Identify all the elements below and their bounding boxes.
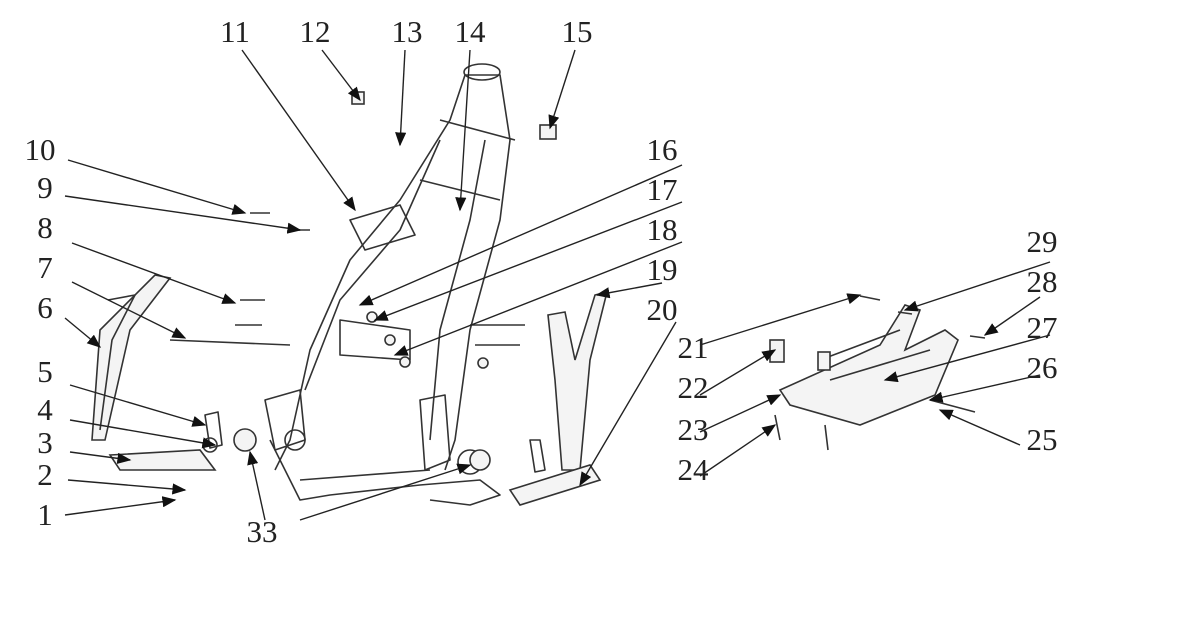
skid-plate <box>769 295 986 451</box>
leader-line-29 <box>903 261 1051 312</box>
leader-line-26 <box>928 374 1041 403</box>
callout-label-11: 11 <box>220 14 250 49</box>
leader-line-28 <box>983 296 1041 336</box>
left-side-guard <box>91 274 172 441</box>
callout-label-5: 5 <box>37 354 53 389</box>
callout-label-17: 17 <box>647 172 678 207</box>
callout-label-10: 10 <box>25 132 56 167</box>
callout-label-28: 28 <box>1027 264 1058 299</box>
callout-label-20: 20 <box>647 292 678 327</box>
leader-line-3 <box>69 451 132 464</box>
leader-line-8 <box>71 242 237 304</box>
leader-line-6 <box>64 317 102 348</box>
leader-line-27 <box>883 334 1051 383</box>
leader-line-23 <box>699 394 782 433</box>
leader-line-33b <box>299 463 472 521</box>
leader-line-11 <box>241 49 356 212</box>
leader-line-20 <box>579 321 677 487</box>
callout-label-4: 4 <box>37 392 53 427</box>
leader-line-25 <box>938 409 1021 446</box>
leader-line-18 <box>393 241 683 356</box>
main-frame <box>264 63 516 506</box>
callout-label-19: 19 <box>647 252 678 287</box>
leader-line-19 <box>595 282 663 299</box>
callout-label-12: 12 <box>300 14 331 49</box>
callout-label-16: 16 <box>647 132 678 167</box>
right-side-guard <box>547 290 609 471</box>
leader-lines <box>64 49 1051 521</box>
leader-line-24 <box>699 424 777 477</box>
leader-line-16 <box>358 164 683 306</box>
callout-label-18: 18 <box>647 212 678 247</box>
leader-line-7 <box>71 281 187 339</box>
leader-line-22 <box>699 349 777 396</box>
leader-line-17 <box>373 201 683 321</box>
callout-label-9: 9 <box>37 170 53 205</box>
leader-line-9 <box>64 195 302 234</box>
callout-label-25: 25 <box>1027 422 1058 457</box>
callout-label-6: 6 <box>37 290 53 325</box>
callout-label-23: 23 <box>678 412 709 447</box>
leader-line-14 <box>455 49 471 212</box>
callout-label-26: 26 <box>1027 350 1058 385</box>
callout-label-27: 27 <box>1027 310 1058 345</box>
callout-label-2: 2 <box>37 457 53 492</box>
callout-label-29: 29 <box>1027 224 1058 259</box>
leader-line-5 <box>69 384 207 427</box>
callout-label-33: 33 <box>247 514 278 549</box>
leader-line-10 <box>67 159 247 215</box>
callout-label-15: 15 <box>562 14 593 49</box>
callout-label-7: 7 <box>37 250 53 285</box>
callout-label-22: 22 <box>678 370 709 405</box>
leader-line-33 <box>247 450 266 521</box>
leader-line-21 <box>699 293 862 346</box>
callout-label-13: 13 <box>392 14 423 49</box>
leader-line-13 <box>395 49 407 147</box>
leader-line-12 <box>321 49 361 102</box>
left-footpeg <box>108 411 257 471</box>
callout-label-14: 14 <box>455 14 487 49</box>
leader-line-1 <box>64 496 177 516</box>
right-footpeg <box>469 439 602 506</box>
leader-line-4 <box>69 419 217 449</box>
leader-line-2 <box>67 479 187 495</box>
callout-label-3: 3 <box>37 425 53 460</box>
callout-label-8: 8 <box>37 210 53 245</box>
leader-line-15 <box>548 49 576 130</box>
callout-label-24: 24 <box>678 452 710 487</box>
callout-label-1: 1 <box>37 497 53 532</box>
callout-label-21: 21 <box>678 330 709 365</box>
